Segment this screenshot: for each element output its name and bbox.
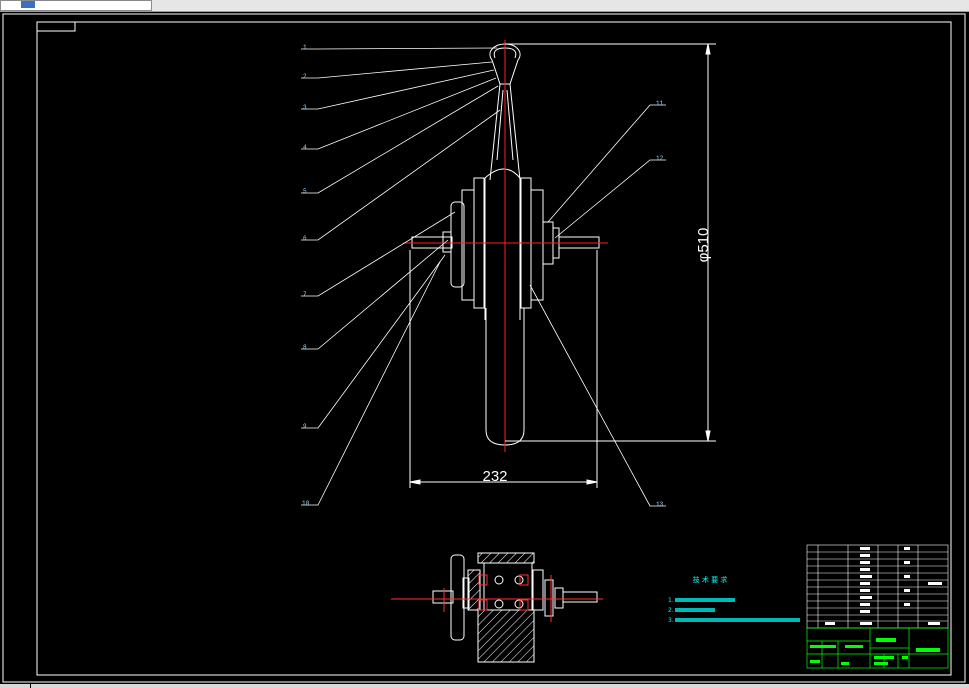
wheel-centerlines [403,40,608,452]
balloon-5: 5 [303,188,307,195]
technical-requirements: 技 术 要 求 1. 2. 3. [668,575,800,624]
title-block-entries [810,638,940,665]
balloon-6: 6 [303,235,307,242]
title-block [806,627,949,669]
balloon-1: 1 [303,44,307,51]
balloon-12: 12 [656,155,664,162]
toolbar-field[interactable] [0,0,152,11]
tech-requirement-2: 2. [668,607,674,614]
balloon-2: 2 [303,73,307,80]
cursor-marker [30,684,31,688]
leader-lines [301,47,666,507]
layout-tab-button[interactable] [21,1,35,8]
part-balloons-right: 11 12 13 [656,100,664,508]
section-view [432,552,598,663]
balloon-8: 8 [303,344,307,351]
balloon-9: 9 [303,423,307,430]
parts-list-table [806,544,949,629]
balloon-7: 7 [303,291,307,298]
balloon-11: 11 [656,100,664,107]
cad-drawing-canvas[interactable]: 232 φ510 1 2 3 4 5 6 7 8 9 10 11 12 13 [0,11,969,684]
width-dimension-label: 232 [482,468,507,485]
diameter-dimension-label: φ510 [695,228,712,263]
parts-list-entries [825,547,942,625]
section-red-details [391,574,603,622]
dimension-lines [409,43,716,488]
application-toolbar [0,0,969,12]
balloon-3: 3 [303,104,307,111]
part-balloons-left: 1 2 3 4 5 6 7 8 9 10 [302,44,310,507]
status-bar [0,684,969,688]
balloon-13: 13 [656,501,664,508]
balloon-4: 4 [303,144,307,151]
tech-requirements-title: 技 术 要 求 [693,575,728,584]
tech-requirement-3: 3. [668,617,674,624]
tech-requirement-1: 1. [668,597,674,604]
balloon-10: 10 [302,500,310,507]
drawing-frame [2,13,966,683]
